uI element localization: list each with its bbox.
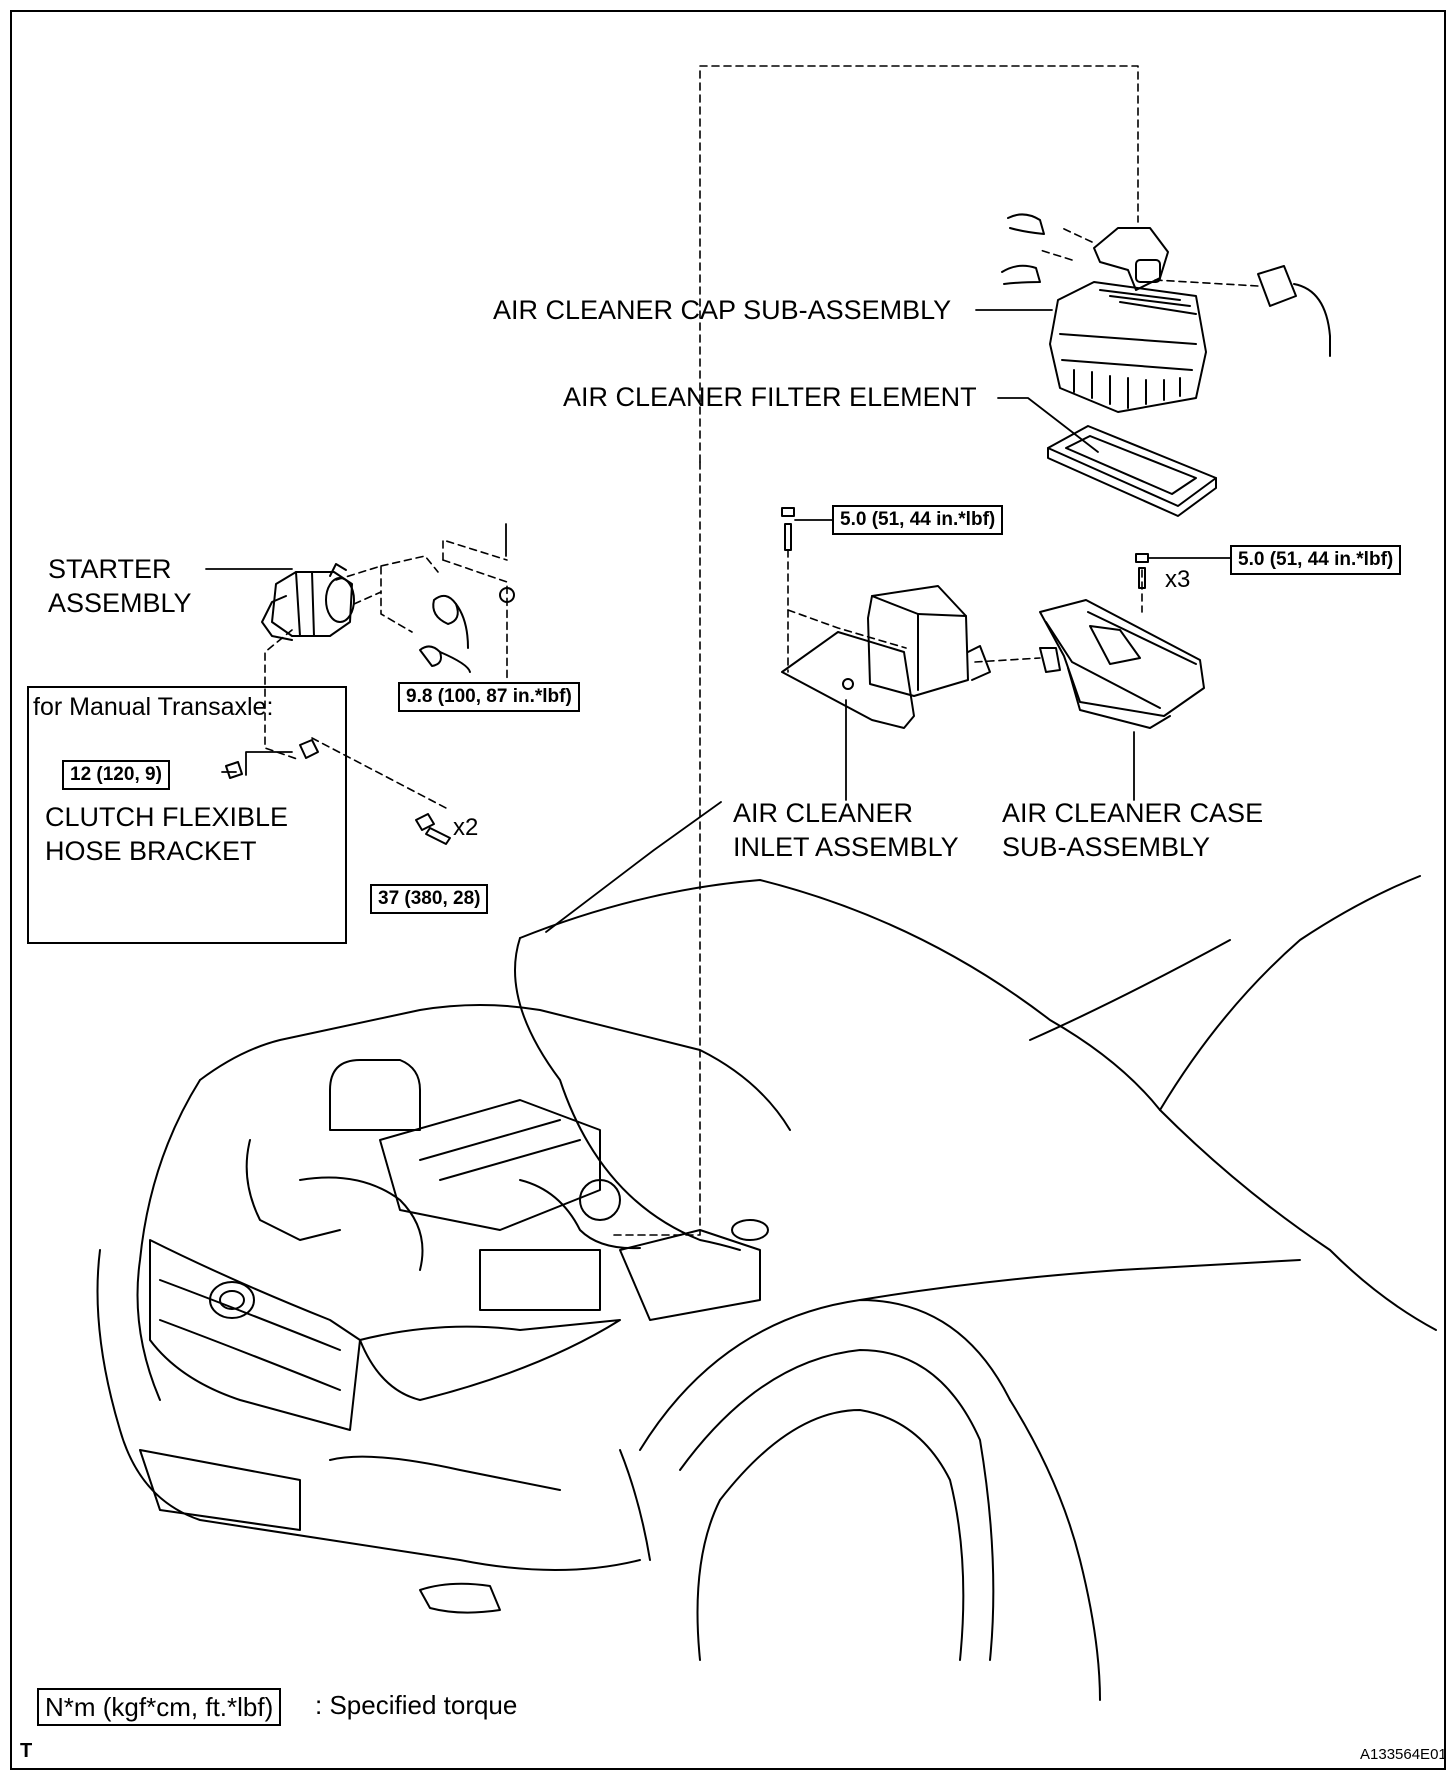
leader-lines (205, 309, 1231, 933)
figure-id: A133564E01 (1360, 1746, 1447, 1763)
diagram-frame (10, 10, 1446, 1770)
vehicle-front-drawing (96, 875, 1437, 1701)
torque-bracket-bolt: 12 (120, 9) (62, 760, 170, 790)
filter-label: AIR CLEANER FILTER ELEMENT (563, 382, 977, 412)
torque-legend-unit: N*m (kgf*cm, ft.*lbf) (37, 1688, 282, 1726)
manual-transaxle-box (27, 686, 347, 944)
torque-legend-meaning: : Specified torque (315, 1690, 518, 1720)
air-cleaner-inlet-drawing (781, 585, 991, 729)
bracket-label-line1: CLUTCH FLEXIBLE (45, 802, 289, 832)
manual-transaxle-note: for Manual Transaxle: (33, 693, 274, 721)
starter-drawing (261, 563, 515, 673)
torque-inlet-bolt: 5.0 (51, 44 in.*lbf) (832, 505, 1004, 535)
case-label-line1: AIR CLEANER CASE (1002, 798, 1264, 828)
torque-case-bolt: 5.0 (51, 44 in.*lbf) (1230, 545, 1402, 575)
case-bolt-quantity: x3 (1165, 566, 1191, 593)
air-cleaner-filter-drawing (1047, 425, 1217, 517)
case-label-line2: SUB-ASSEMBLY (1002, 832, 1211, 862)
inlet-label-line1: AIR CLEANER (733, 798, 914, 828)
torque-starter-nut: 9.8 (100, 87 in.*lbf) (398, 682, 580, 712)
torque-starter-bolt: 37 (380, 28) (370, 884, 489, 914)
air-cleaner-cap-drawing (1001, 213, 1331, 413)
starter-label-line2: ASSEMBLY (48, 588, 192, 618)
bracket-label-line2: HOSE BRACKET (45, 836, 257, 866)
clutch-bracket-drawing (225, 739, 451, 845)
assembly-guide-lines (264, 65, 1259, 1236)
air-cleaner-case-drawing (1039, 599, 1205, 729)
starter-label-line1: STARTER (48, 554, 172, 584)
starter-bolt-quantity: x2 (453, 814, 479, 841)
air-cleaner-bolts (781, 507, 1149, 589)
cap-label: AIR CLEANER CAP SUB-ASSEMBLY (493, 295, 952, 325)
inlet-label-line2: INLET ASSEMBLY (733, 832, 959, 862)
corner-mark: T (20, 1740, 33, 1762)
